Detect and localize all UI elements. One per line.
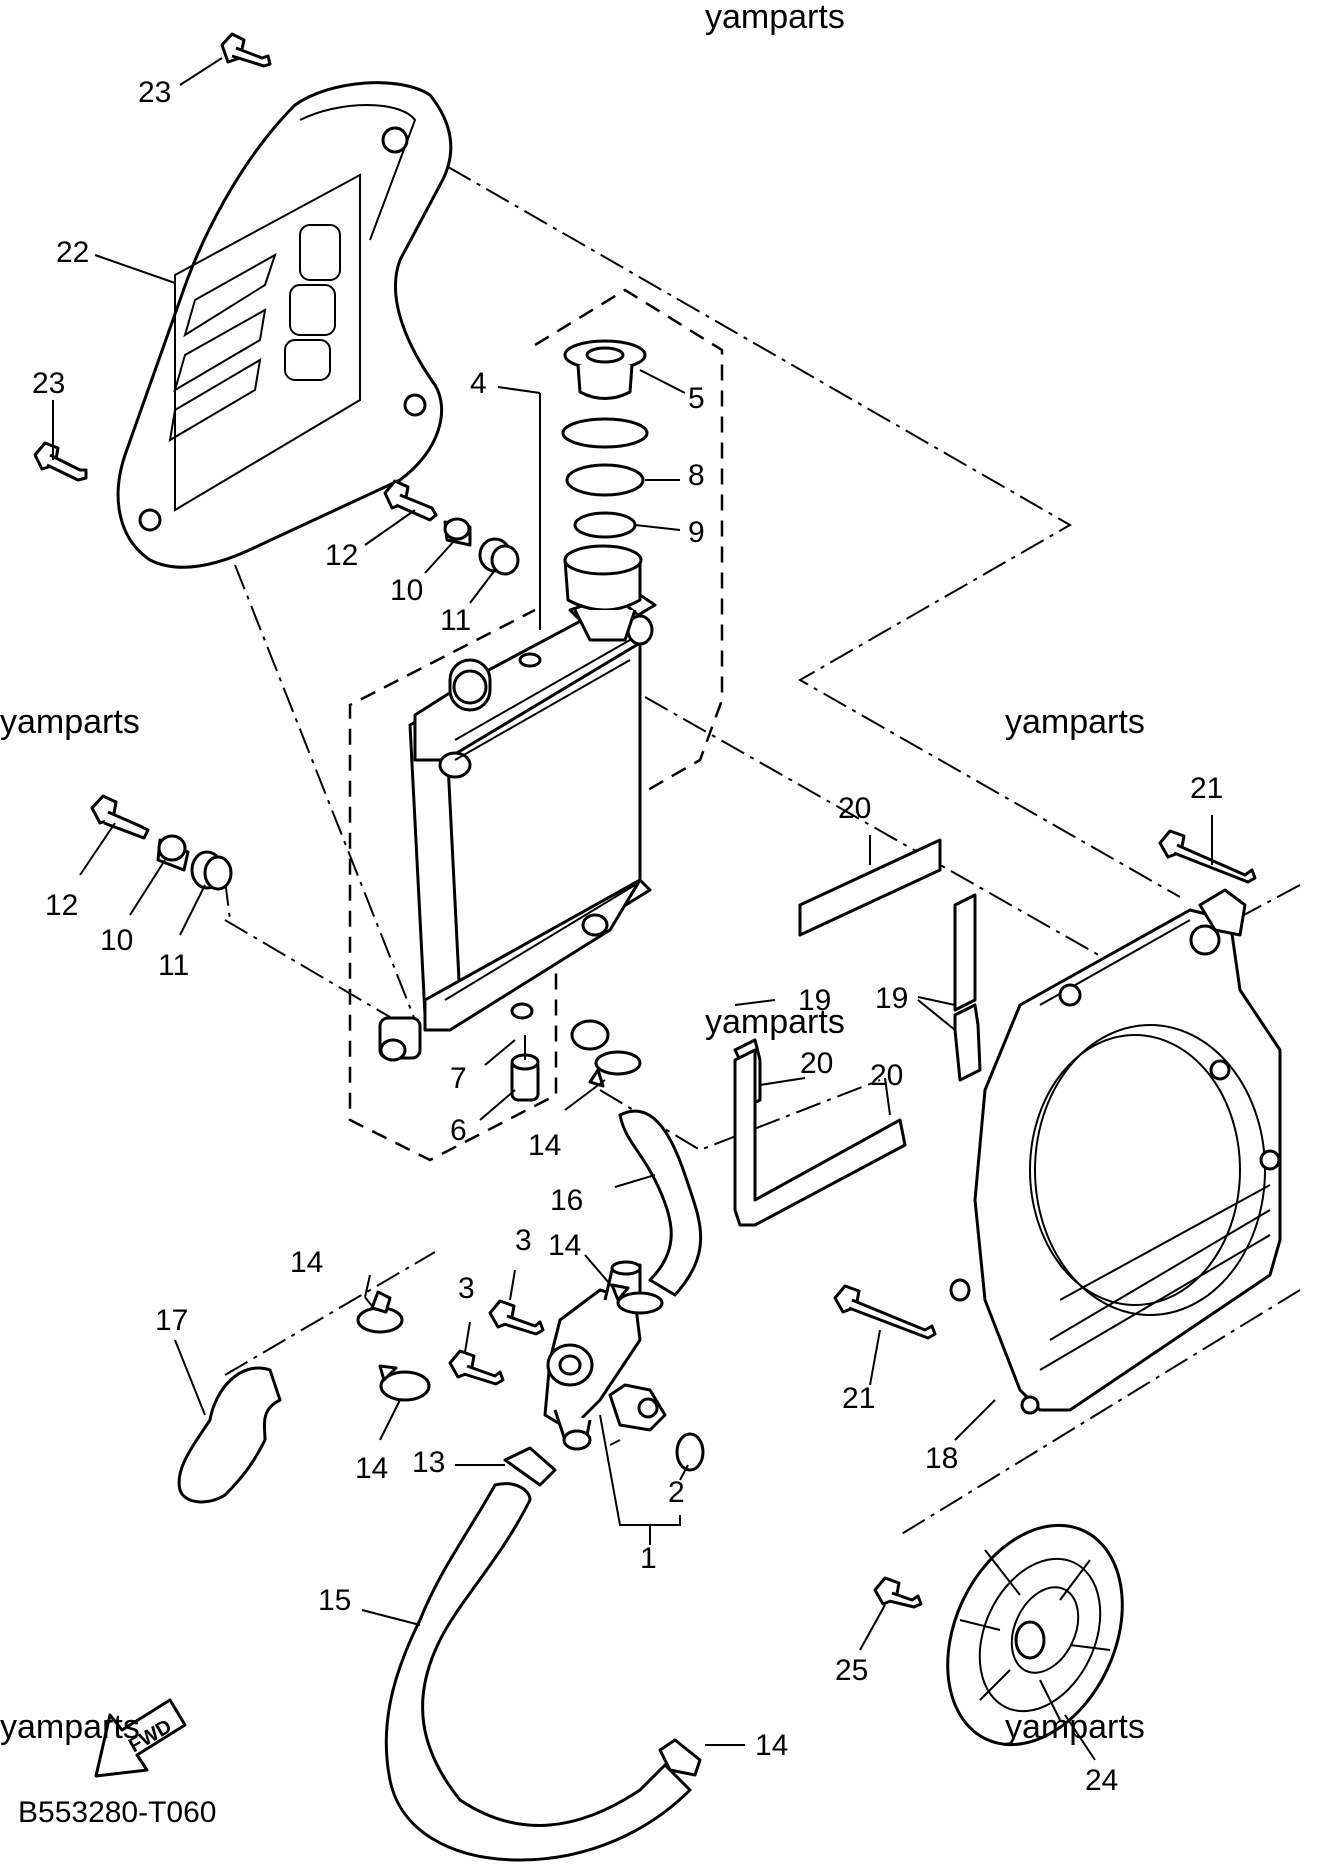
clamp-part-14-left-upper: [356, 1290, 404, 1334]
callout-6: 6: [450, 1114, 467, 1147]
radiator-cap-part-5: [563, 339, 647, 400]
callout-11: 11: [440, 604, 471, 637]
callout-2: 2: [668, 1476, 685, 1509]
pad-part-20-frame: [733, 1048, 907, 1227]
callout-16: 16: [550, 1184, 583, 1217]
bolt-part-21-upper: [1158, 829, 1257, 884]
bolt-part-12-left: [90, 794, 150, 840]
grommet-part-11-upper: [478, 537, 520, 576]
callout-4: 4: [470, 367, 487, 400]
callout-8: 8: [688, 459, 705, 492]
grommet-part-11-left: [190, 850, 233, 891]
leader-lines: [52, 57, 1213, 1761]
callout-10: 10: [390, 574, 423, 607]
callout-11: 11: [158, 949, 189, 982]
watermark-bottom-right: yamparts: [1005, 1708, 1145, 1746]
watermark-left: yamparts: [0, 703, 140, 741]
callout-24: 24: [1085, 1764, 1118, 1797]
callout-9: 9: [688, 516, 705, 549]
side-cover-part-22: [116, 81, 453, 569]
drain-plug-part-6: [510, 1053, 540, 1102]
callout-14: 14: [528, 1129, 561, 1162]
callout-22: 22: [56, 236, 89, 269]
thermostat-housing-part-1: [543, 1260, 667, 1451]
bolt-part-21-lower: [833, 1284, 937, 1340]
callout-14: 14: [548, 1229, 581, 1262]
bolt-part-3-upper: [488, 1299, 545, 1336]
watermark-top: yamparts: [705, 0, 845, 36]
fan-part-24: [946, 1523, 1124, 1747]
gasket-part-7: [510, 1002, 534, 1020]
callout-20: 20: [870, 1059, 903, 1092]
collar-part-10-left: [156, 834, 190, 872]
callout-3: 3: [515, 1224, 532, 1257]
fan-shroud-part-18: [949, 888, 1282, 1415]
pad-part-19-c: [953, 1003, 982, 1082]
o-ring-part-8-upper: [561, 417, 649, 449]
pad-part-20-top: [798, 838, 942, 937]
callout-10: 10: [100, 924, 133, 957]
radiator-part-4: [378, 593, 657, 1062]
callout-21: 21: [842, 1382, 875, 1415]
callout-14: 14: [755, 1729, 788, 1762]
o-ring-part-8: [565, 463, 645, 497]
callout-23: 23: [138, 76, 171, 109]
o-ring-part-9: [573, 511, 637, 539]
o-ring-part-2: [675, 1432, 705, 1472]
callout-12: 12: [45, 889, 78, 922]
callout-14: 14: [290, 1246, 323, 1279]
hose-part-16: [618, 1109, 703, 1297]
bolt-part-25: [873, 1576, 923, 1609]
watermark-bottom-left: yamparts: [0, 1708, 140, 1746]
callout-15: 15: [318, 1584, 351, 1617]
watermarks: yamparts yamparts yamparts yamparts yamp…: [0, 0, 1145, 1746]
collar-part-10-upper: [443, 517, 472, 547]
callouts: 23 22 23 4 5 8 9 12 10 11 20 21 12 10 11…: [32, 76, 1223, 1797]
callout-20: 20: [838, 792, 871, 825]
hose-part-17: [177, 1366, 282, 1504]
callout-5: 5: [688, 382, 705, 415]
watermark-right: yamparts: [1005, 703, 1145, 741]
bolt-part-23-upper: [220, 32, 272, 68]
callout-23: 23: [32, 367, 65, 400]
clamp-part-14-radiator: [588, 1050, 642, 1088]
callout-7: 7: [450, 1062, 467, 1095]
watermark-center: yamparts: [705, 1003, 845, 1041]
callout-14: 14: [355, 1452, 388, 1485]
callout-20: 20: [800, 1047, 833, 1080]
callout-25: 25: [835, 1654, 868, 1687]
hose-part-15: [384, 1482, 692, 1862]
callout-1: 1: [640, 1542, 657, 1575]
callout-3: 3: [458, 1272, 475, 1305]
pad-part-19-a: [953, 893, 977, 1012]
bolt-part-12-upper: [383, 479, 438, 522]
callout-17: 17: [155, 1304, 188, 1337]
bolt-part-23-lower: [33, 441, 88, 482]
callout-18: 18: [925, 1442, 958, 1475]
filler-neck: [563, 544, 643, 642]
bolt-part-3-lower: [448, 1349, 505, 1386]
callout-19: 19: [798, 984, 831, 1017]
callout-12: 12: [325, 539, 358, 572]
diagram-code: B553280-T060: [18, 1796, 217, 1829]
callout-13: 13: [412, 1446, 445, 1479]
clamp-part-13: [503, 1446, 557, 1487]
clamp-part-14-right: [610, 1283, 664, 1315]
callout-19: 19: [875, 982, 908, 1015]
callout-21: 21: [1190, 772, 1223, 805]
clamp-part-14-left-lower: [378, 1364, 431, 1402]
